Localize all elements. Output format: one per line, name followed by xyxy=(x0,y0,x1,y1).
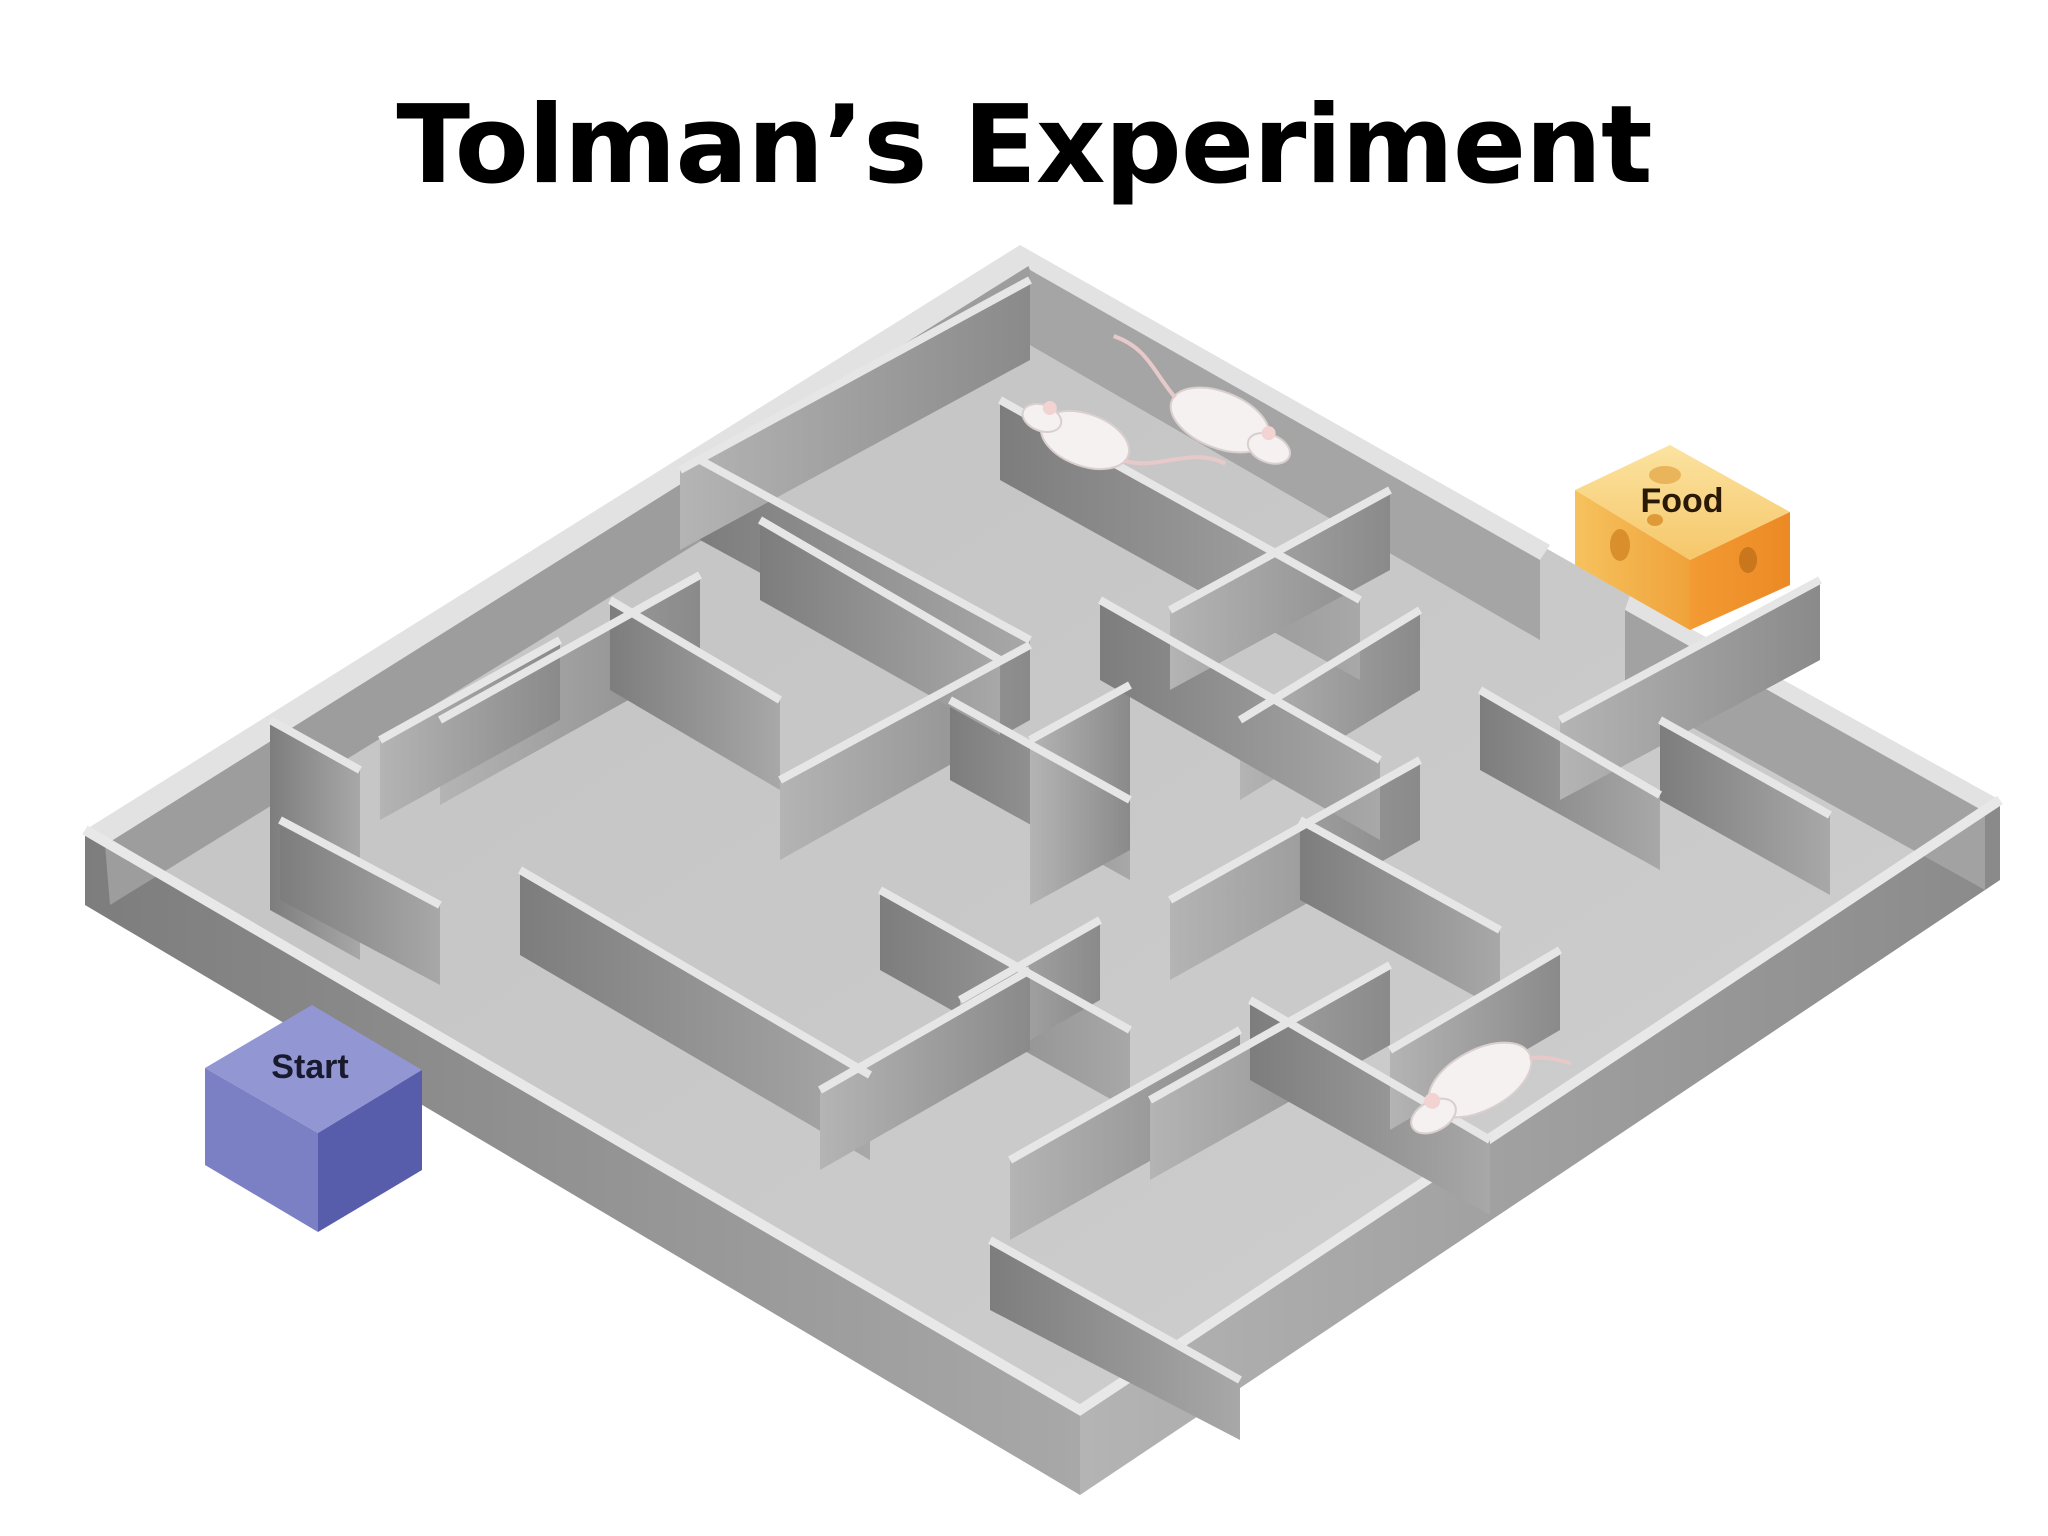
start-label: Start xyxy=(271,1048,348,1086)
cheese-hole xyxy=(1647,514,1663,526)
maze-interior-walls xyxy=(268,276,1832,1440)
start-box: Start xyxy=(205,1005,422,1232)
rat xyxy=(1410,1041,1572,1135)
page-title: Tolman’s Experiment xyxy=(396,83,1652,208)
food-box: Food xyxy=(1575,445,1790,630)
rat xyxy=(1021,401,1227,471)
maze-front-rim xyxy=(82,795,2003,1416)
cheese-hole xyxy=(1610,529,1630,561)
maze-outer-wall-right xyxy=(1080,800,2000,1495)
maze-outer-wall-left xyxy=(85,830,1080,1495)
cheese-hole xyxy=(1649,466,1681,484)
rat xyxy=(1113,334,1291,465)
food-label: Food xyxy=(1640,482,1723,520)
cheese-hole xyxy=(1739,547,1757,573)
maze-outer-wall-back-right xyxy=(1020,245,1550,560)
maze-outer-wall-back-left xyxy=(85,245,1035,845)
